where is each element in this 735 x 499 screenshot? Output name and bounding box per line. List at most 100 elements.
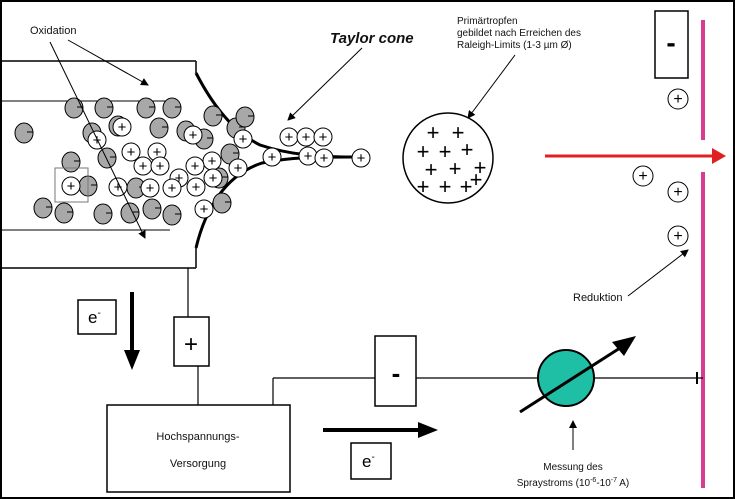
positive-ion-sign: + (319, 129, 328, 146)
positive-ion (667, 225, 689, 247)
positive-ion-sign: + (175, 170, 184, 187)
positive-ion-sign: + (67, 178, 76, 195)
positive-ion-sign: + (139, 158, 148, 175)
positive-ion (203, 168, 223, 188)
electrode-minus-box (654, 10, 689, 79)
positive-ion-sign: + (114, 179, 123, 196)
positive-ion-sign: + (192, 179, 201, 196)
measure-label-post: A) (617, 478, 629, 489)
reduction-arrow (627, 249, 689, 297)
positive-ion (150, 156, 170, 176)
positive-ion-sign: + (239, 131, 248, 148)
oxidation-label: Oxidation (30, 25, 76, 37)
neutral-droplet (136, 97, 156, 119)
electron-symbol-left-sup: - (97, 308, 100, 319)
positive-ion-sign: + (118, 119, 127, 136)
neutral-droplet (149, 117, 169, 139)
spray-arrow-head (712, 148, 726, 164)
positive-ion-sign: + (320, 150, 329, 167)
minus-terminal-sign: - (392, 358, 401, 388)
neutral-droplet (162, 97, 182, 119)
positive-ion-sign: + (638, 168, 647, 185)
power-supply-label-2: Versorgung (170, 458, 226, 470)
neutral-droplet (162, 204, 182, 226)
positive-ion (183, 125, 203, 145)
positive-ions: ++++++++++++++++++++++++++ (61, 117, 371, 219)
electron-arrow-bottom-head (418, 422, 438, 438)
positive-ion-sign: + (304, 148, 313, 165)
positive-ion (351, 148, 371, 168)
droplet-charge: + (452, 120, 465, 145)
positive-ion-sign: + (268, 149, 277, 166)
measure-label-1: Messung des (543, 462, 602, 473)
positive-ion (632, 165, 654, 187)
droplet-charge: + (439, 174, 452, 199)
positive-ion-sign: + (673, 91, 682, 108)
neutral-droplet (54, 202, 74, 224)
positive-ion-sign: + (146, 180, 155, 197)
positive-ion (228, 158, 248, 178)
taylor-cone-label: Taylor cone (330, 30, 414, 47)
electron-box-left (77, 299, 117, 335)
positive-ion-sign: + (93, 132, 102, 149)
positive-ion-sign: + (673, 184, 682, 201)
neutral-droplet (93, 203, 113, 225)
primary-droplet-charges: ++++++++++++ (417, 120, 487, 199)
electrode-ions: + + + + (632, 88, 689, 247)
positive-ion (667, 88, 689, 110)
reduction-label: Reduktion (573, 292, 623, 304)
minus-terminal-box (374, 335, 417, 407)
measure-label-mid: -10 (596, 478, 611, 489)
positive-ion-sign: + (191, 158, 200, 175)
ammeter-needle-head (612, 336, 636, 356)
ammeter-needle (519, 346, 621, 414)
highlight-box (54, 167, 89, 203)
droplet-charge: + (417, 139, 430, 164)
droplet-charge: + (425, 157, 438, 182)
positive-ion-sign: + (153, 144, 162, 161)
neutral-droplet (97, 147, 117, 169)
positive-ion-sign: + (168, 180, 177, 197)
oxidation-arrow-2 (49, 41, 146, 239)
electron-symbol-bottom: e- (362, 452, 375, 471)
primary-drops-label-2: gebildet nach Erreichen des (457, 28, 581, 39)
oxidation-arrow-1 (67, 39, 149, 86)
positive-ion-sign: + (208, 153, 217, 170)
primary-drops-label: Primärtropfen (457, 16, 518, 27)
positive-ion-sign: + (285, 129, 294, 146)
neutral-droplet (120, 202, 140, 224)
primary-drops-arrow (467, 54, 516, 119)
positive-ion-sign: + (234, 160, 243, 177)
positive-ion (186, 177, 206, 197)
positive-ion-sign: + (209, 170, 218, 187)
positive-ion (112, 117, 132, 137)
measure-exp-2: -7 (611, 477, 617, 484)
electron-symbol-bottom-sup: - (371, 452, 374, 463)
measure-label-2: Spraystroms (10-6-10-7 A) (517, 477, 630, 489)
positive-ion-sign: + (127, 144, 136, 161)
neutral-droplet (64, 97, 84, 119)
droplet-charge: + (461, 137, 474, 162)
neutral-droplet (33, 197, 53, 219)
neutral-droplets (14, 97, 255, 226)
electron-symbol-left: e- (88, 308, 101, 327)
measure-label-pre: Spraystroms (10 (517, 478, 591, 489)
positive-ion (162, 178, 182, 198)
positive-ion-sign: + (302, 129, 311, 146)
plus-terminal-sign: + (184, 331, 198, 358)
electron-symbol-bottom-base: e (362, 452, 371, 471)
positive-ion-sign: + (673, 228, 682, 245)
electron-box-bottom (350, 442, 392, 480)
positive-ion-sign: + (200, 201, 209, 218)
primary-drops-label-3: Raleigh-Limits (1-3 µm Ø) (457, 40, 572, 51)
droplet-charge: + (460, 174, 473, 199)
measure-exp-1: -6 (590, 477, 596, 484)
primary-droplet (402, 112, 494, 204)
positive-ion (61, 176, 81, 196)
positive-ion-sign: + (357, 150, 366, 167)
positive-ion-sign: + (189, 127, 198, 144)
neutral-droplet (61, 151, 81, 173)
power-supply-label-1: Hochspannungs- (156, 431, 240, 443)
